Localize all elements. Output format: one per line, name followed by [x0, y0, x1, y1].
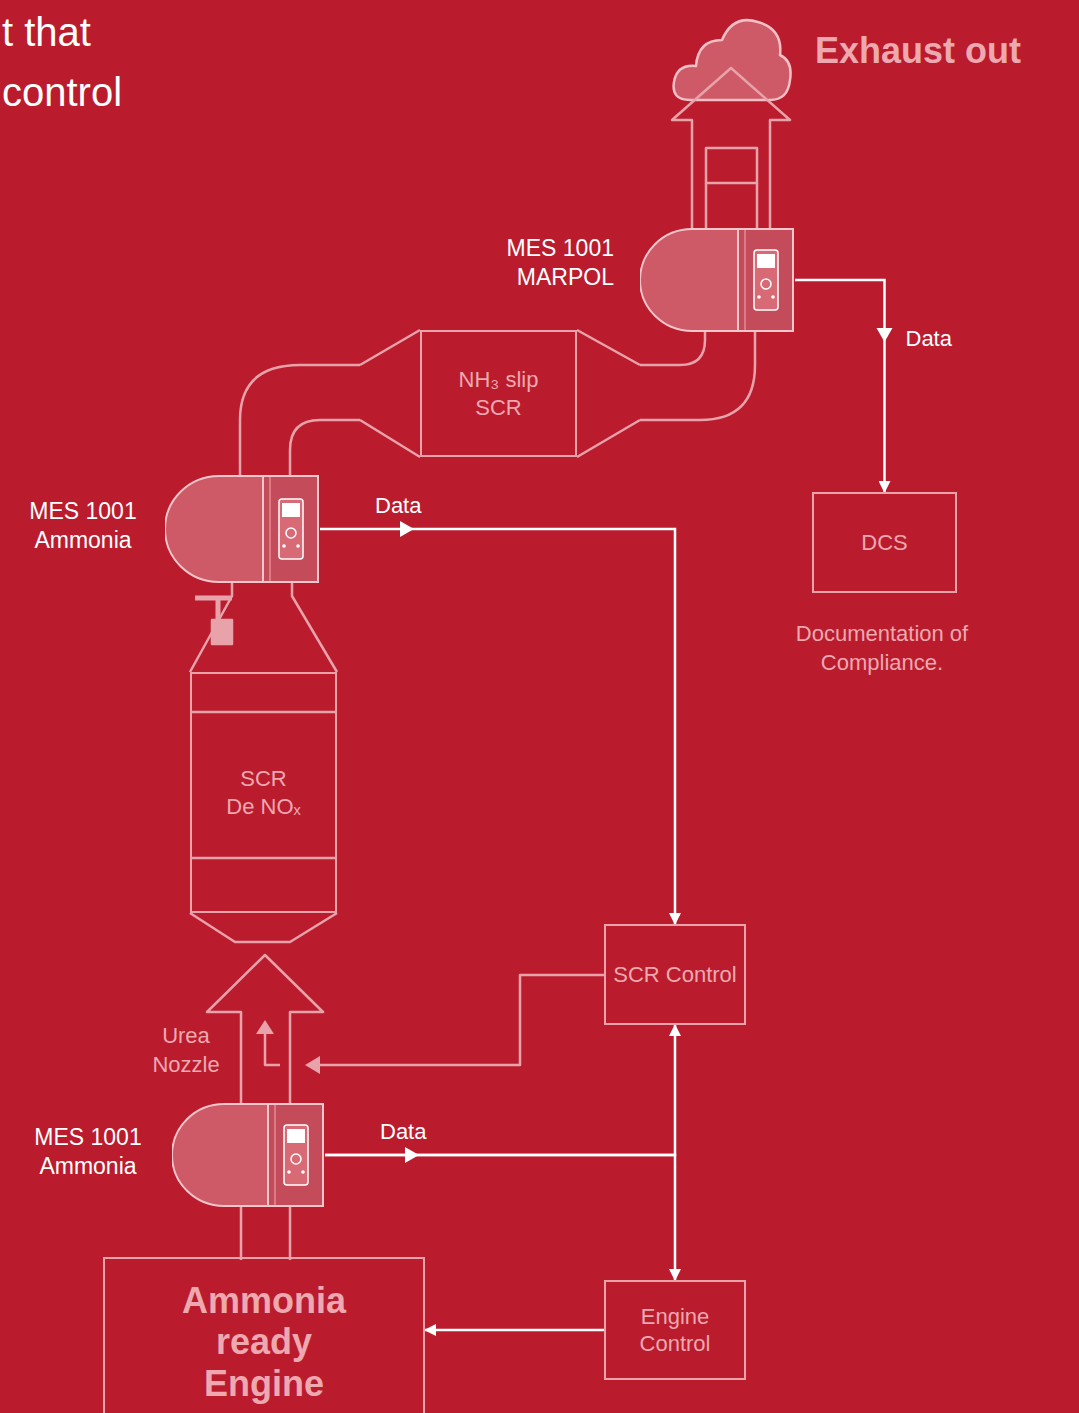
box-text: DCS: [861, 529, 907, 557]
data-connector: [795, 280, 885, 492]
box-label: NH₃ slip SCR: [455, 366, 543, 421]
process-box: SCR De NOₓ: [190, 672, 337, 913]
analyzer-label: MES 1001 MARPOL: [484, 234, 614, 292]
analyzer-outline: [172, 1103, 325, 1207]
process-box: SCR Control: [604, 924, 746, 1025]
stack-inner: [706, 183, 757, 232]
analyzer-label: MES 1001 Ammonia: [23, 1123, 153, 1181]
pipe-bend: [640, 330, 705, 365]
data-connector: [320, 529, 675, 924]
flow-arrowhead: [400, 521, 414, 537]
analyzer-label: MES 1001 Ammonia: [18, 497, 148, 555]
edge-label: Data: [903, 326, 955, 352]
pipe-bend: [290, 420, 360, 478]
stack-outlet: [706, 148, 757, 183]
process-box: DCS: [812, 492, 957, 593]
annotation-label: Exhaust out: [815, 28, 1021, 75]
gas-analyzer: MES 1001 MARPOL: [640, 228, 795, 332]
analyzer-outline: [165, 475, 320, 583]
reactor-bottom: [190, 913, 337, 942]
gas-analyzer: MES 1001 Ammonia: [172, 1103, 325, 1207]
flow-arrow: [207, 955, 323, 1106]
sensor-stub: [212, 620, 232, 644]
edge-label: Data: [377, 1119, 429, 1145]
edge-label: Data: [372, 493, 424, 519]
data-connector: [325, 1025, 675, 1155]
cone: [577, 330, 640, 457]
process-box: NH₃ slip SCR: [420, 330, 577, 457]
process-box: Ammonia ready Engine: [103, 1257, 425, 1413]
cone: [360, 330, 420, 457]
urea-nozzle: [265, 1032, 280, 1065]
box-text: NH₃ slip SCR: [455, 366, 543, 421]
box-label: Ammonia ready Engine: [159, 1280, 369, 1404]
process-box: Engine Control: [604, 1280, 746, 1380]
box-label: SCR De NOₓ: [225, 765, 303, 820]
box-text: Engine Control: [612, 1303, 738, 1358]
pipe-bend: [640, 330, 755, 420]
exhaust-arrow: [672, 68, 790, 232]
gas-analyzer: MES 1001 Ammonia: [165, 475, 320, 583]
page-title: t that control: [2, 2, 127, 122]
data-connector: [425, 1329, 604, 1332]
dosing-head: [305, 1056, 320, 1074]
box-label: Engine Control: [612, 1303, 738, 1358]
box-text: SCR Control: [613, 961, 736, 989]
exhaust-cloud: [674, 20, 791, 100]
urea-nozzle-head: [256, 1020, 274, 1034]
annotation-label: Urea Nozzle: [140, 1022, 232, 1079]
box-text: Ammonia ready Engine: [159, 1280, 369, 1404]
dosing-line: [318, 975, 604, 1065]
reactor-neck: [190, 580, 337, 672]
analyzer-outline: [640, 228, 795, 332]
data-connector: [325, 1155, 675, 1280]
box-label: SCR Control: [613, 961, 736, 989]
pipe-bend: [240, 365, 360, 478]
box-text: SCR De NOₓ: [225, 765, 303, 820]
sensor-stub: [195, 598, 232, 645]
pipe: [241, 1204, 290, 1260]
annotation-label: Documentation of Compliance.: [782, 620, 982, 677]
reactor-bands: [190, 712, 337, 858]
box-label: DCS: [861, 529, 907, 557]
flow-arrowhead: [877, 328, 893, 342]
